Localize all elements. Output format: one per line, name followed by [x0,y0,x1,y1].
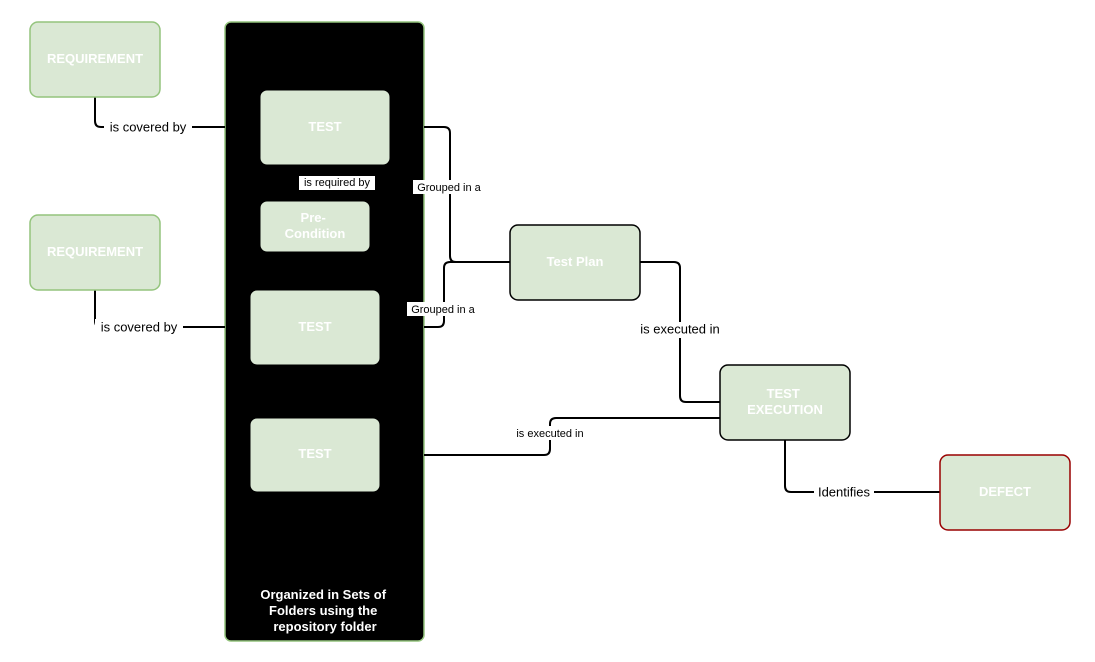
repository-caption-line-1: Organized in Sets of [260,587,386,602]
edge-label-is-executed-in-plan: is executed in [640,321,720,336]
edge-label-bg-covered-2 [95,319,183,335]
edge-label-identifies: Identifies [818,484,871,499]
edge-label-grouped-in-a-1: Grouped in a [417,182,481,194]
edge-label-bg-grouped-1 [413,180,486,194]
test-node-3-label: TEST [298,446,331,461]
defect-node[interactable] [939,454,1071,531]
edge-label-bg-grouped-2 [407,302,480,316]
edge-label-bg-executed-test [511,426,589,440]
edge-testexecution-defect [784,440,940,493]
precondition-label-line-2: Condition [285,226,346,241]
repository-caption: Organized in Sets of Folders using the r… [260,587,389,634]
requirement-node-2-label: REQUIREMENT [47,244,143,259]
edge-label-grouped-in-a-2: Grouped in a [411,304,475,316]
test-node-1-label: TEST [308,119,341,134]
precondition-label-line-1: Pre- [301,210,326,225]
edge-label-is-covered-by-2: is covered by [101,319,178,334]
repository-caption-line-2: Folders using the [269,603,377,618]
test-execution-label-line-2: EXECUTION [747,402,823,417]
requirement-node-1-label: REQUIREMENT [47,51,143,66]
precondition-node-label: Pre- Condition [285,210,346,241]
test-execution-label-line-1: TEST [767,386,800,401]
test-plan-node-label: Test Plan [547,254,604,269]
repository-caption-line-3: repository folder [273,619,376,634]
edge-test1-testplan [424,126,510,263]
test-node-2[interactable] [250,290,380,365]
test-node-1[interactable] [260,90,390,165]
edge-label-bg-identifies [814,484,874,500]
edge-requirement1-test1 [94,97,225,128]
edge-label-is-executed-in-test: is executed in [516,428,583,440]
defect-node-label: DEFECT [979,484,1031,499]
requirement-node-2[interactable] [29,214,161,291]
edge-label-is-covered-by-1: is covered by [110,119,187,134]
edge-label-bg-required [299,176,375,190]
test-plan-node[interactable] [509,224,641,301]
requirement-node-1[interactable] [29,21,161,98]
test-execution-node-label: TEST EXECUTION [747,386,823,417]
test-execution-node[interactable] [719,364,851,441]
edge-label-is-required-by: is required by [304,177,371,189]
edge-test2-testplan [424,261,510,328]
edge-label-bg-covered-1 [104,119,192,135]
edge-label-bg-executed-plan [636,322,724,338]
precondition-node[interactable] [260,201,370,252]
test-node-2-label: TEST [298,319,331,334]
test-node-3[interactable] [250,418,380,492]
